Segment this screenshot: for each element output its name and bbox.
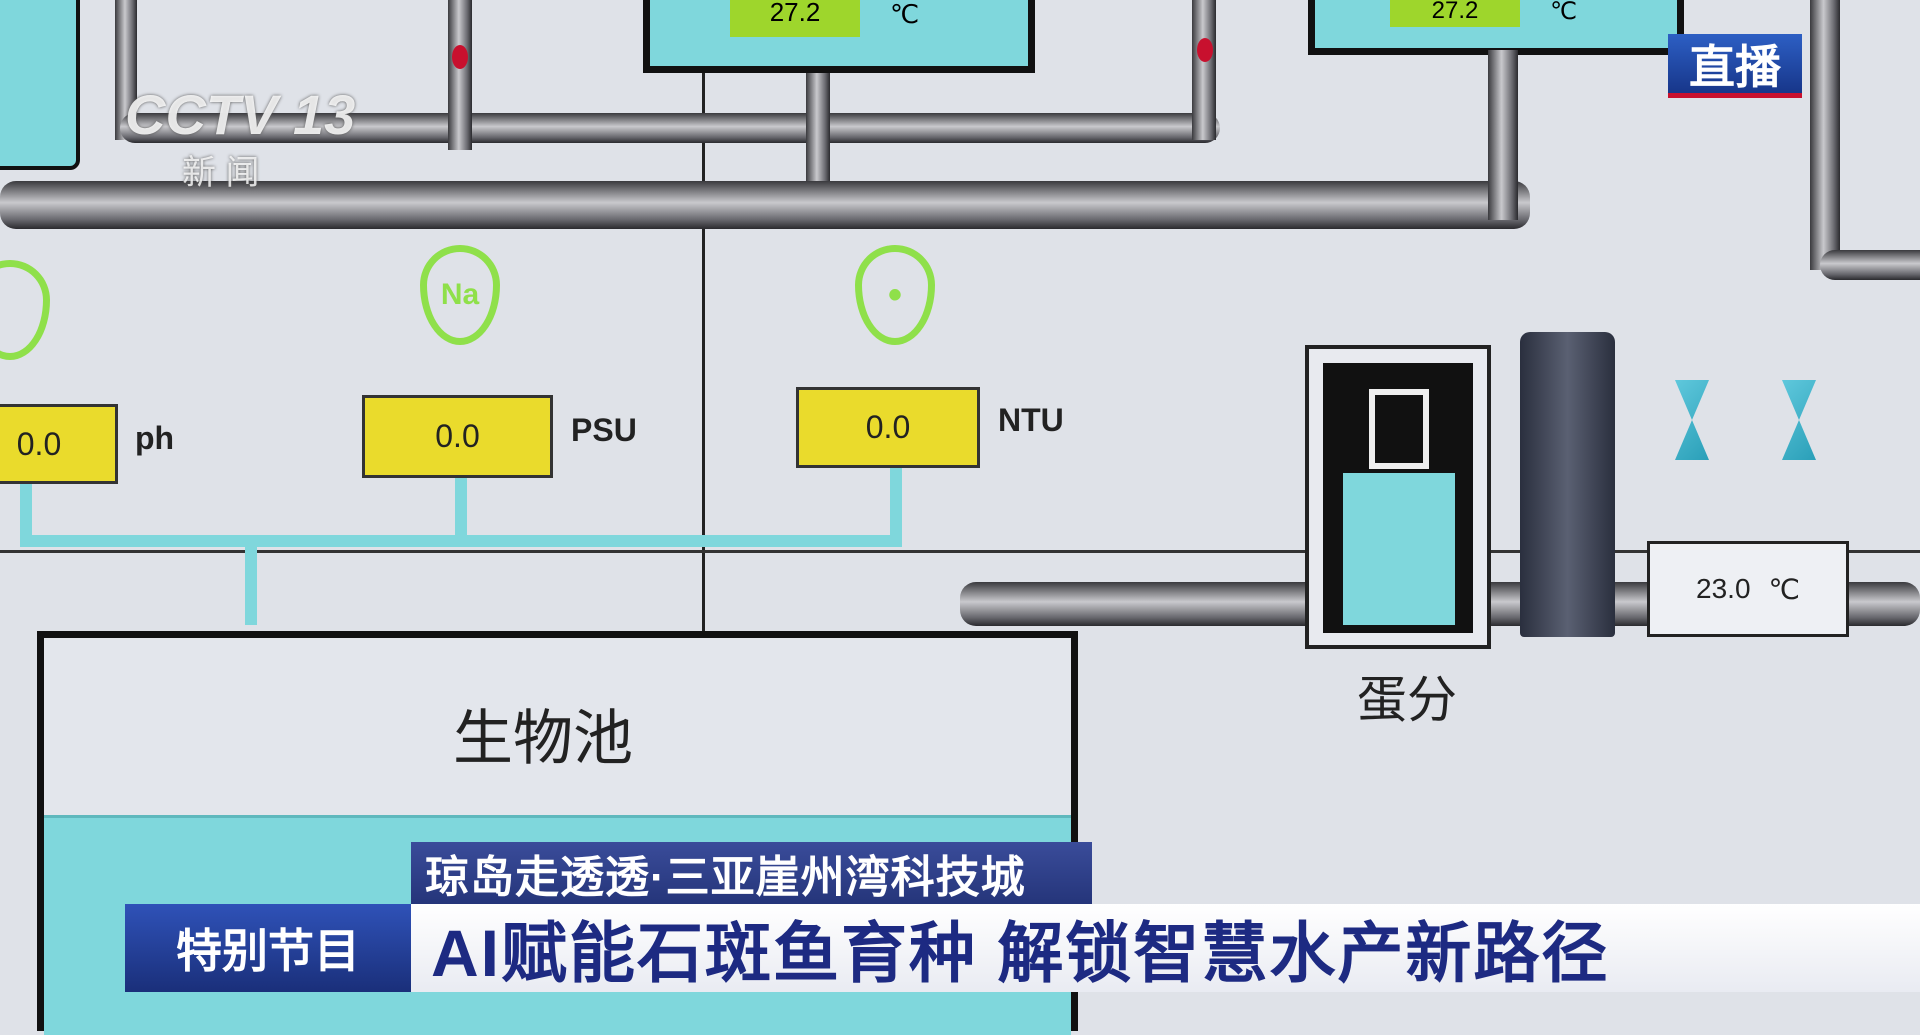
turbidity-drop-icon: • (855, 245, 935, 345)
temperature-unit: ℃ (1768, 573, 1800, 605)
tank-temp-unit: ℃ (890, 0, 920, 29)
left-tank (0, 0, 80, 170)
top-tank-2: 27.2 ℃ (1308, 0, 1684, 55)
ph-value-text: 0.0 (16, 425, 62, 462)
ph-unit: ph (135, 420, 175, 456)
sodium-drop-icon: Na (420, 245, 500, 345)
tank-temp-value: 27.2 (730, 0, 860, 37)
sample-line (20, 535, 902, 547)
pipe (1820, 250, 1920, 280)
psu-value-text: 0.0 (435, 418, 480, 454)
sample-line (245, 545, 257, 625)
ph-value: 0.0 (0, 404, 118, 484)
caption-tag: 特别节目 (125, 904, 411, 992)
valve-icon (1197, 38, 1213, 62)
sample-line (890, 468, 902, 544)
sample-line (20, 484, 32, 544)
protein-skimmer (1305, 345, 1491, 649)
screen-seam-horizontal (0, 550, 1920, 553)
psu-value: 0.0 (362, 395, 553, 478)
pipe (120, 113, 1220, 143)
pipe (1192, 0, 1216, 140)
valve-icon (452, 45, 468, 69)
sample-line (455, 478, 467, 544)
valve-icon (1782, 380, 1816, 460)
psu-unit: PSU (571, 412, 637, 448)
pipe (115, 0, 137, 140)
channel-logo: CCTV 13 (125, 83, 356, 146)
pipe (1810, 0, 1840, 270)
pipe (0, 181, 1530, 229)
caption-location: 琼岛走透透·三亚崖州湾科技城 (411, 842, 1092, 904)
temperature-sensor: 23.0 ℃ (1647, 541, 1849, 637)
ntu-value-text: 0.0 (865, 409, 911, 445)
temperature-value: 23.0 (1696, 573, 1751, 604)
tank-temp-unit: ℃ (1550, 0, 1577, 25)
ntu-unit: NTU (998, 402, 1064, 438)
top-tank-1: 27.2 ℃ (643, 0, 1035, 73)
ph-drop-icon (0, 260, 50, 360)
live-badge: 直播 (1668, 34, 1802, 98)
ntu-value: 0.0 (796, 387, 980, 468)
screen-seam-vertical (702, 0, 705, 992)
pipe (1488, 50, 1518, 220)
skimmer-label: 蛋分 (1357, 671, 1457, 729)
biofilter-label: 生物池 (453, 704, 633, 774)
pump-icon (1520, 332, 1615, 637)
valve-icon (1675, 380, 1709, 460)
pipe (448, 0, 472, 150)
channel-sub: 新 闻 (182, 154, 260, 192)
tank-temp-value: 27.2 (1390, 0, 1520, 27)
caption-headline: AI赋能石斑鱼育种 解锁智慧水产新路径 (411, 904, 1920, 992)
